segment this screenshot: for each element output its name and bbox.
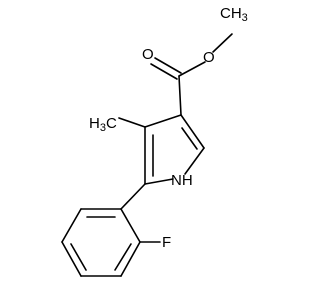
bond-phenyl-inner-4-5 [70, 243, 87, 271]
bond-carbonyl-double-1 [154, 57, 182, 74]
ester-oxygen-single: O [203, 49, 215, 66]
ring-methyl-subscript: 3 [100, 122, 106, 134]
bond-ring-to-carbonyl [178, 75, 182, 116]
molecule-drawing: O O CH3 H3C NH F [61, 5, 248, 277]
bond-pyrrole-c3-c2-inner [181, 127, 198, 150]
bond-phenyl-4-5 [61, 241, 82, 277]
bond-pyrrole-c3-c4 [144, 114, 182, 128]
ring-methyl-h: H [89, 115, 100, 132]
bond-phenyl-inner-2-3 [114, 243, 132, 271]
bond-phenyl-2-3 [120, 241, 141, 277]
ester-methyl-main: CH [220, 5, 242, 22]
structure-canvas: O O CH3 H3C NH F [61, 5, 248, 277]
bond-phenyl-1-2 [120, 208, 141, 243]
ester-methyl-label: CH3 [220, 5, 248, 24]
ring-methyl-c: C [106, 115, 117, 132]
bond-o-to-methyl [212, 33, 233, 53]
bond-carbonyl-double-2 [150, 63, 178, 80]
ester-oxygen-double: O [142, 46, 154, 63]
bond-pyrrole-c2-n1 [184, 147, 205, 175]
bond-pyrrole-to-phenyl [120, 183, 146, 210]
fluorine-label: F [162, 234, 171, 251]
bond-ring-to-methyl [118, 117, 146, 128]
bond-carbonyl-to-o-single [178, 61, 206, 77]
bond-pyrrole-n1-c5 [144, 178, 174, 185]
ring-methyl-label: H3C [89, 115, 117, 134]
pyrrole-nh-label: NH [171, 172, 193, 189]
bond-pyrrole-c3-c2-outer [180, 114, 205, 149]
ester-methyl-subscript: 3 [242, 12, 248, 24]
bond-phenyl-5-6 [61, 208, 82, 243]
